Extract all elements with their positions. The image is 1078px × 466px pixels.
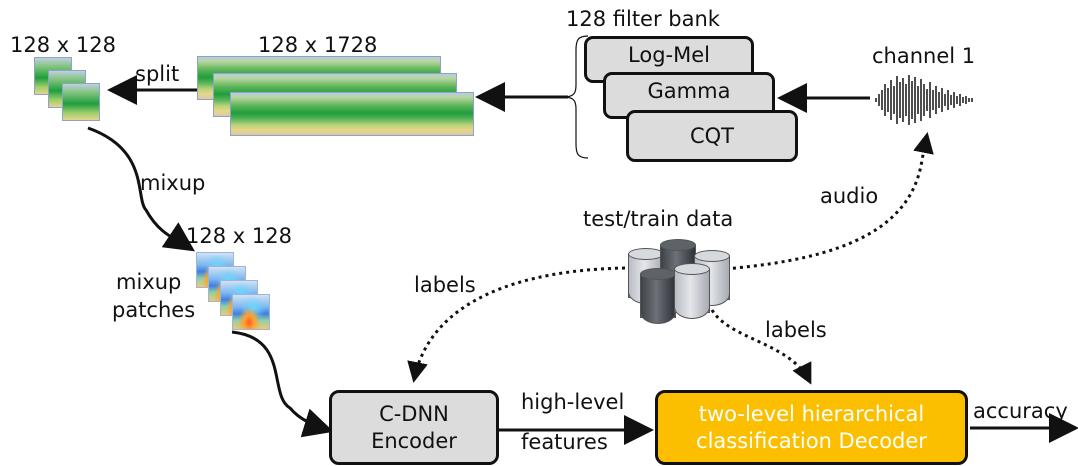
decoder-label-1: two-level hierarchical: [698, 402, 925, 427]
label-size-mixup: 128 x 128: [186, 224, 292, 248]
encoder-label-1: C-DNN: [379, 402, 449, 427]
dotted-labels-decoder: [710, 309, 812, 385]
filter-cqt-label: CQT: [689, 123, 735, 148]
label-split: split: [135, 62, 180, 86]
label-labels-left: labels: [414, 273, 476, 297]
label-mixup-patches-1: mixup: [116, 270, 182, 294]
label-edge-bottom: features: [521, 430, 608, 454]
dotted-audio: [711, 132, 934, 272]
db-cylinder-5: [674, 263, 710, 319]
encoder-label-2: Encoder: [371, 428, 457, 453]
spectrogram-3: [230, 92, 474, 136]
label-size-top-left: 128 x 128: [10, 33, 116, 57]
filter-bank-title: 128 filter bank: [566, 7, 720, 31]
label-output: accuracy: [973, 399, 1068, 423]
arrow-mixup: [87, 126, 195, 252]
filter-bank-brace: [565, 35, 589, 159]
filter-cqt: CQT: [626, 110, 798, 162]
label-labels-right: labels: [765, 318, 827, 342]
label-edge-top: high-level: [521, 390, 625, 414]
label-mixup-patches-2: patches: [112, 298, 196, 322]
label-mixup: mixup: [140, 171, 206, 195]
label-channel: channel 1: [872, 44, 976, 68]
label-size-long: 128 x 1728: [258, 33, 378, 57]
label-audio: audio: [820, 184, 879, 208]
waveform-icon: [875, 75, 973, 125]
encoder-box: C-DNN Encoder: [329, 390, 499, 465]
decoder-label-2: classification Decoder: [696, 428, 927, 453]
mixup-patch-4: [232, 294, 270, 330]
patch-3: [62, 83, 100, 121]
decoder-box: two-level hierarchical classification De…: [655, 390, 968, 465]
filter-gamma-label: Gamma: [647, 79, 731, 104]
db-cylinder-4: [640, 268, 676, 324]
filter-log-mel-label: Log-Mel: [628, 43, 710, 68]
label-data-source: test/train data: [583, 207, 734, 231]
dotted-labels-encoder: [407, 266, 626, 383]
arrow-patches-to-encoder: [231, 330, 334, 438]
